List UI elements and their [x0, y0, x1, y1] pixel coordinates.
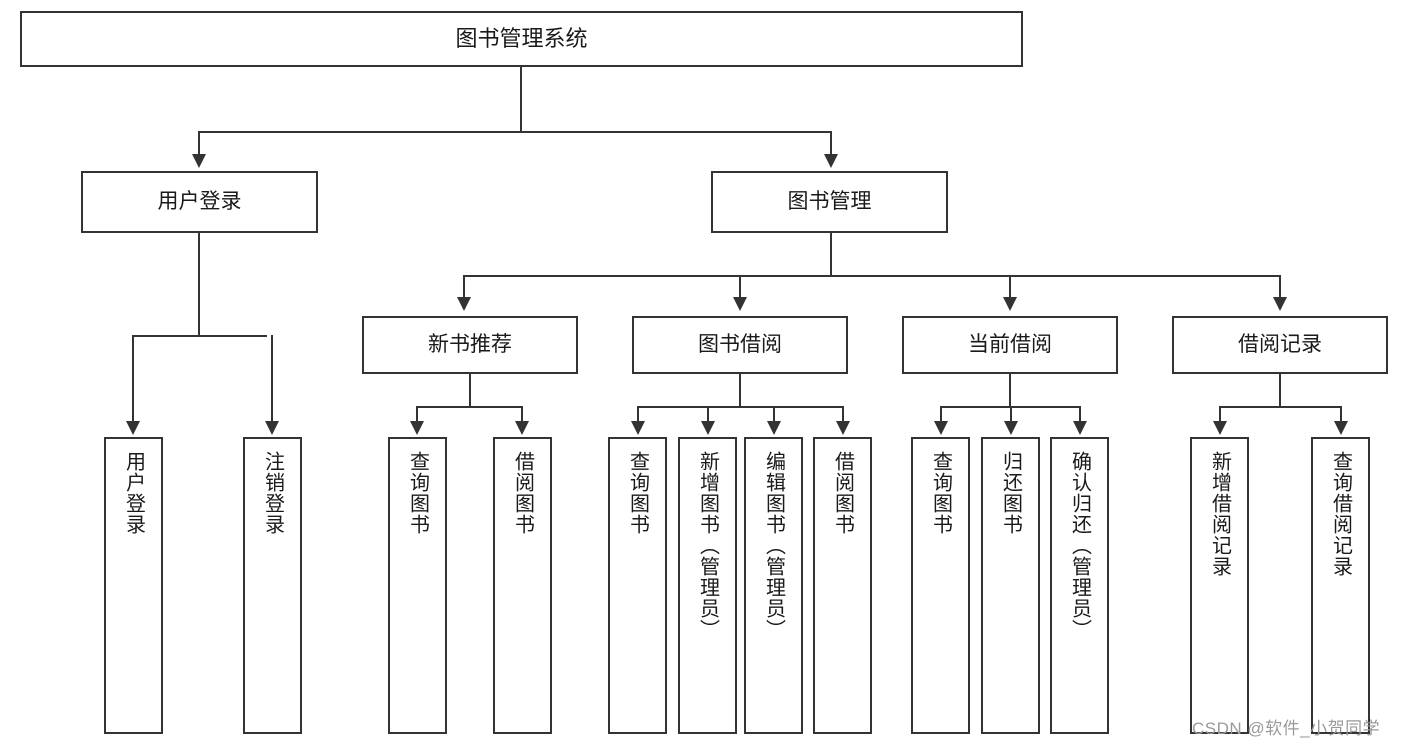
connector-current-borrow-child-2 [1010, 406, 1012, 423]
node-book-borrow[interactable]: 图书借阅 [632, 316, 848, 374]
leaf-current-borrow-query-book[interactable]: 查询图书 [911, 437, 970, 734]
node-borrow-record[interactable]: 借阅记录 [1172, 316, 1388, 374]
connector-to-book-management [830, 131, 832, 156]
connector-book-borrow-child-4 [842, 406, 844, 423]
connector-root-stem [520, 67, 522, 131]
connector-book-borrow-child-3 [773, 406, 775, 423]
connector-current-borrow-stem [1009, 374, 1011, 406]
node-label: 查询图书 [406, 451, 429, 535]
leaf-book-borrow-add-book-admin[interactable]: 新增图书（管理员） [678, 437, 737, 734]
node-user-login[interactable]: 用户登录 [81, 171, 318, 233]
node-root-book-management-system[interactable]: 图书管理系统 [20, 11, 1023, 67]
connector-current-borrow-child-1 [940, 406, 942, 423]
connector-to-user-login [198, 131, 200, 156]
arrowhead-book-borrow-child-1 [631, 421, 645, 435]
node-label: 新增图书（管理员） [696, 451, 719, 640]
leaf-borrow-record-add-record[interactable]: 新增借阅记录 [1190, 437, 1249, 734]
connector-user-login-bar [132, 335, 267, 337]
node-label: 图书管理系统 [455, 26, 588, 52]
connector-new-book-recommend-bar [416, 406, 523, 408]
arrowhead-book-borrow-child-2 [701, 421, 715, 435]
connector-borrow-record-child-1 [1219, 406, 1221, 423]
node-label: 编辑图书（管理员） [762, 451, 785, 640]
node-label: 图书借阅 [698, 332, 782, 356]
leaf-book-borrow-query-book[interactable]: 查询图书 [608, 437, 667, 734]
connector-level2-bar [198, 131, 832, 133]
arrowhead-to-book-management [824, 154, 838, 168]
node-new-book-recommend[interactable]: 新书推荐 [362, 316, 578, 374]
arrowhead-new-book-recommend-child-2 [515, 421, 529, 435]
node-label: 当前借阅 [968, 332, 1052, 356]
connector-user-login-child-1 [132, 335, 134, 423]
node-label: 查询图书 [929, 451, 952, 535]
leaf-new-book-recommend-borrow-book[interactable]: 借阅图书 [493, 437, 552, 734]
leaf-user-login-login[interactable]: 用户登录 [104, 437, 163, 734]
csdn-watermark: CSDN @软件_小贺同学 [1192, 719, 1381, 738]
arrowhead-to-user-login [192, 154, 206, 168]
arrowhead-borrow-record-child-1 [1213, 421, 1227, 435]
connector-borrow-record-stem [1279, 374, 1281, 406]
connector-book-borrow-bar [637, 406, 843, 408]
node-label: 新增借阅记录 [1208, 451, 1231, 577]
arrowhead-to-borrow-record [1273, 297, 1287, 311]
connector-level3-bar [463, 275, 1280, 277]
connector-new-book-recommend-child-2 [521, 406, 523, 423]
connector-borrow-record-bar [1219, 406, 1341, 408]
arrowhead-user-login-child-2 [265, 421, 279, 435]
leaf-current-borrow-confirm-return-admin[interactable]: 确认归还（管理员） [1050, 437, 1109, 734]
connector-new-book-recommend-stem [469, 374, 471, 406]
node-label: 查询图书 [626, 451, 649, 535]
arrowhead-current-borrow-child-3 [1073, 421, 1087, 435]
connector-current-borrow-child-3 [1079, 406, 1081, 423]
connector-book-management-stem [830, 233, 832, 275]
arrowhead-current-borrow-child-2 [1004, 421, 1018, 435]
connector-to-borrow-record [1279, 275, 1281, 299]
node-label: 借阅图书 [831, 451, 854, 535]
arrowhead-book-borrow-child-3 [767, 421, 781, 435]
arrowhead-to-current-borrow [1003, 297, 1017, 311]
node-label: 借阅图书 [511, 451, 534, 535]
leaf-new-book-recommend-query-book[interactable]: 查询图书 [388, 437, 447, 734]
node-current-borrow[interactable]: 当前借阅 [902, 316, 1118, 374]
connector-to-new-book-recommend [463, 275, 465, 299]
node-label: 查询借阅记录 [1329, 451, 1352, 577]
arrowhead-current-borrow-child-1 [934, 421, 948, 435]
node-label: 归还图书 [999, 451, 1022, 535]
leaf-borrow-record-query-record[interactable]: 查询借阅记录 [1311, 437, 1370, 734]
node-book-management[interactable]: 图书管理 [711, 171, 948, 233]
leaf-book-borrow-edit-book-admin[interactable]: 编辑图书（管理员） [744, 437, 803, 734]
connector-to-current-borrow [1009, 275, 1011, 299]
node-label: 图书管理 [787, 189, 872, 213]
arrowhead-user-login-child-1 [126, 421, 140, 435]
connector-new-book-recommend-child-1 [416, 406, 418, 423]
node-label: 注销登录 [261, 451, 284, 535]
node-label: 用户登录 [157, 189, 242, 213]
node-label: 用户登录 [122, 451, 145, 535]
node-label: 确认归还（管理员） [1068, 451, 1091, 640]
leaf-current-borrow-return-book[interactable]: 归还图书 [981, 437, 1040, 734]
arrowhead-borrow-record-child-2 [1334, 421, 1348, 435]
node-label: 借阅记录 [1238, 332, 1322, 356]
node-label: 新书推荐 [428, 332, 512, 356]
connector-book-borrow-stem [739, 374, 741, 406]
arrowhead-new-book-recommend-child-1 [410, 421, 424, 435]
connector-user-login-stem [198, 233, 200, 335]
connector-book-borrow-child-1 [637, 406, 639, 423]
leaf-user-login-logout[interactable]: 注销登录 [243, 437, 302, 734]
connector-user-login-child-2 [271, 335, 273, 423]
arrowhead-to-new-book-recommend [457, 297, 471, 311]
connector-borrow-record-child-2 [1340, 406, 1342, 423]
leaf-book-borrow-borrow-book[interactable]: 借阅图书 [813, 437, 872, 734]
arrowhead-to-book-borrow [733, 297, 747, 311]
connector-book-borrow-child-2 [707, 406, 709, 423]
connector-to-book-borrow [739, 275, 741, 299]
arrowhead-book-borrow-child-4 [836, 421, 850, 435]
